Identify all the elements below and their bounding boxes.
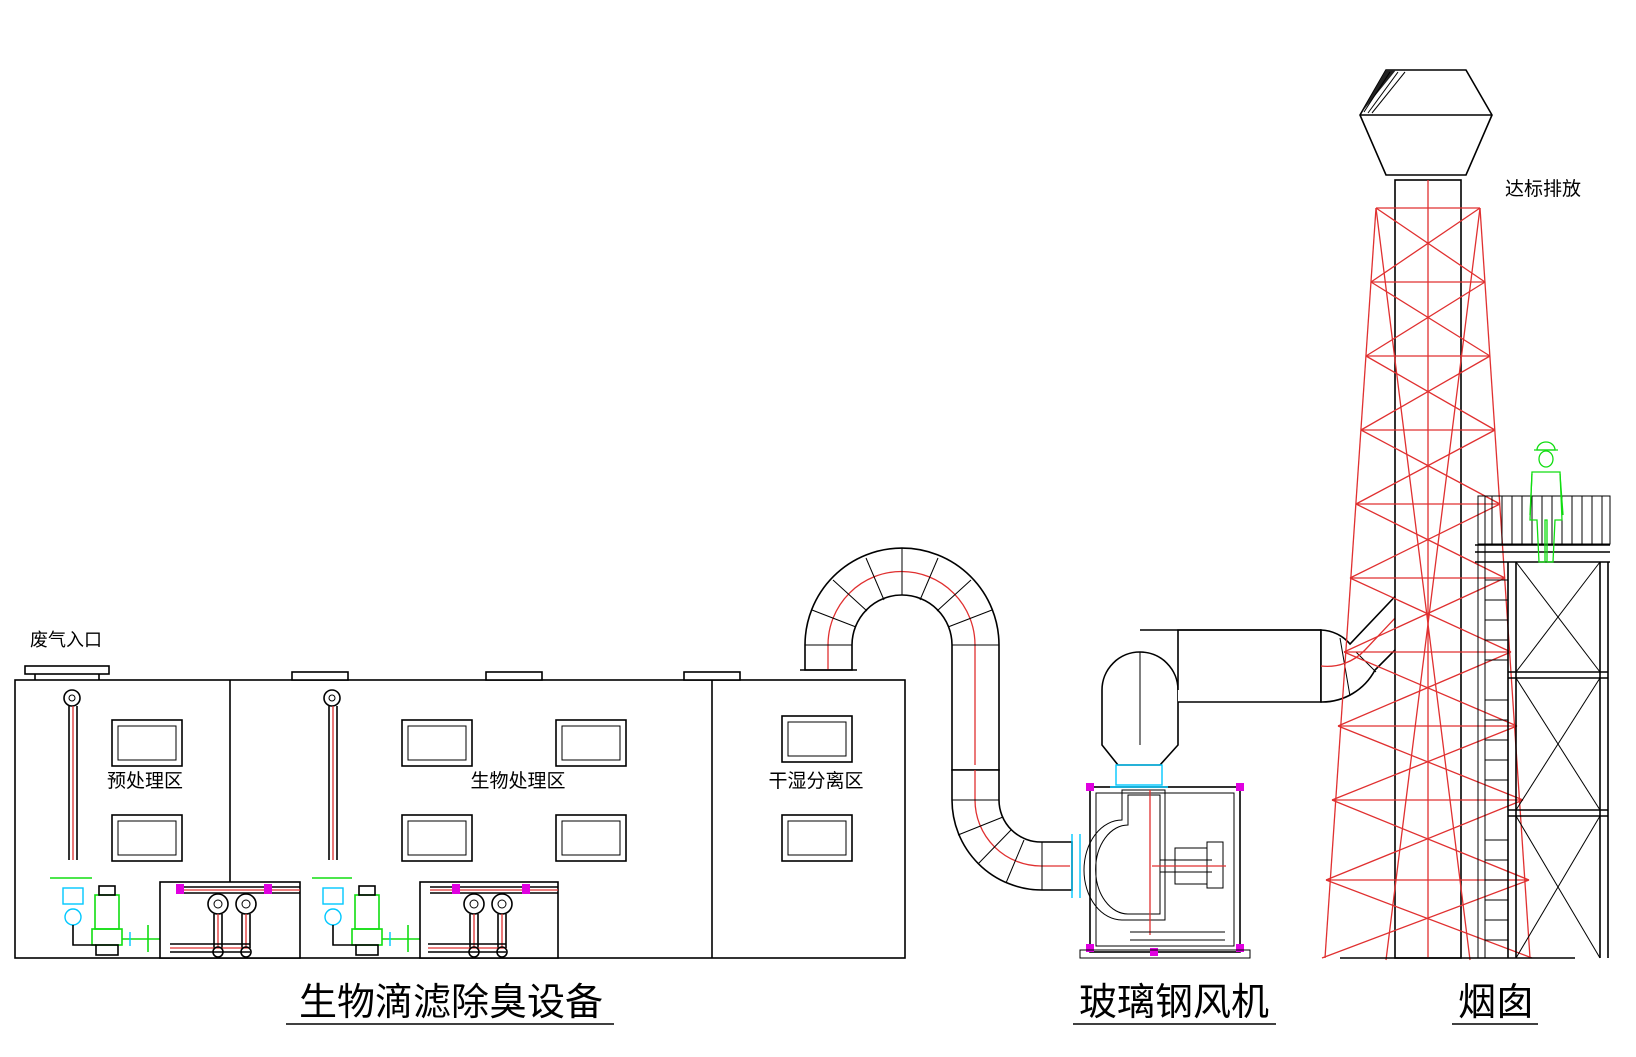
water-tank-1 [159, 881, 301, 959]
manhole-2 [485, 671, 543, 681]
biofilter-equipment: 预处理区 生物处理区 干湿分离区 废气入口 [14, 630, 906, 959]
zone-label-pretreatment: 预处理区 [107, 770, 183, 792]
spray-pipe-1 [63, 689, 81, 860]
fan-title: 玻璃钢风机 [1079, 980, 1269, 1024]
manhole-1 [291, 671, 349, 681]
inlet-label: 废气入口 [30, 630, 102, 651]
connecting-duct [800, 547, 1081, 898]
title-fan: 玻璃钢风机 [1073, 980, 1276, 1025]
inspection-windows [111, 715, 853, 862]
frp-fan [1079, 651, 1251, 959]
platform-structure [1475, 441, 1611, 959]
chimney-title: 烟囱 [1458, 980, 1534, 1024]
circulation-pump-1 [50, 877, 160, 956]
title-equipment: 生物滴滤除臭设备 [286, 980, 614, 1025]
equipment-title: 生物滴滤除臭设备 [299, 980, 603, 1024]
zone-label-biological: 生物处理区 [470, 770, 565, 792]
inlet-flange [24, 665, 110, 680]
worker-figure [1529, 441, 1564, 563]
spray-pipe-2 [323, 689, 341, 860]
fan-to-chimney-duct [1140, 584, 1427, 703]
title-chimney: 烟囱 [1452, 980, 1538, 1025]
circulation-pump-2 [312, 877, 420, 956]
water-tank-2 [419, 881, 559, 959]
discharge-label: 达标排放 [1505, 178, 1581, 200]
zone-label-drywet: 干湿分离区 [768, 770, 863, 792]
manhole-3 [683, 671, 741, 681]
chimney: 达标排放 [1321, 69, 1581, 961]
